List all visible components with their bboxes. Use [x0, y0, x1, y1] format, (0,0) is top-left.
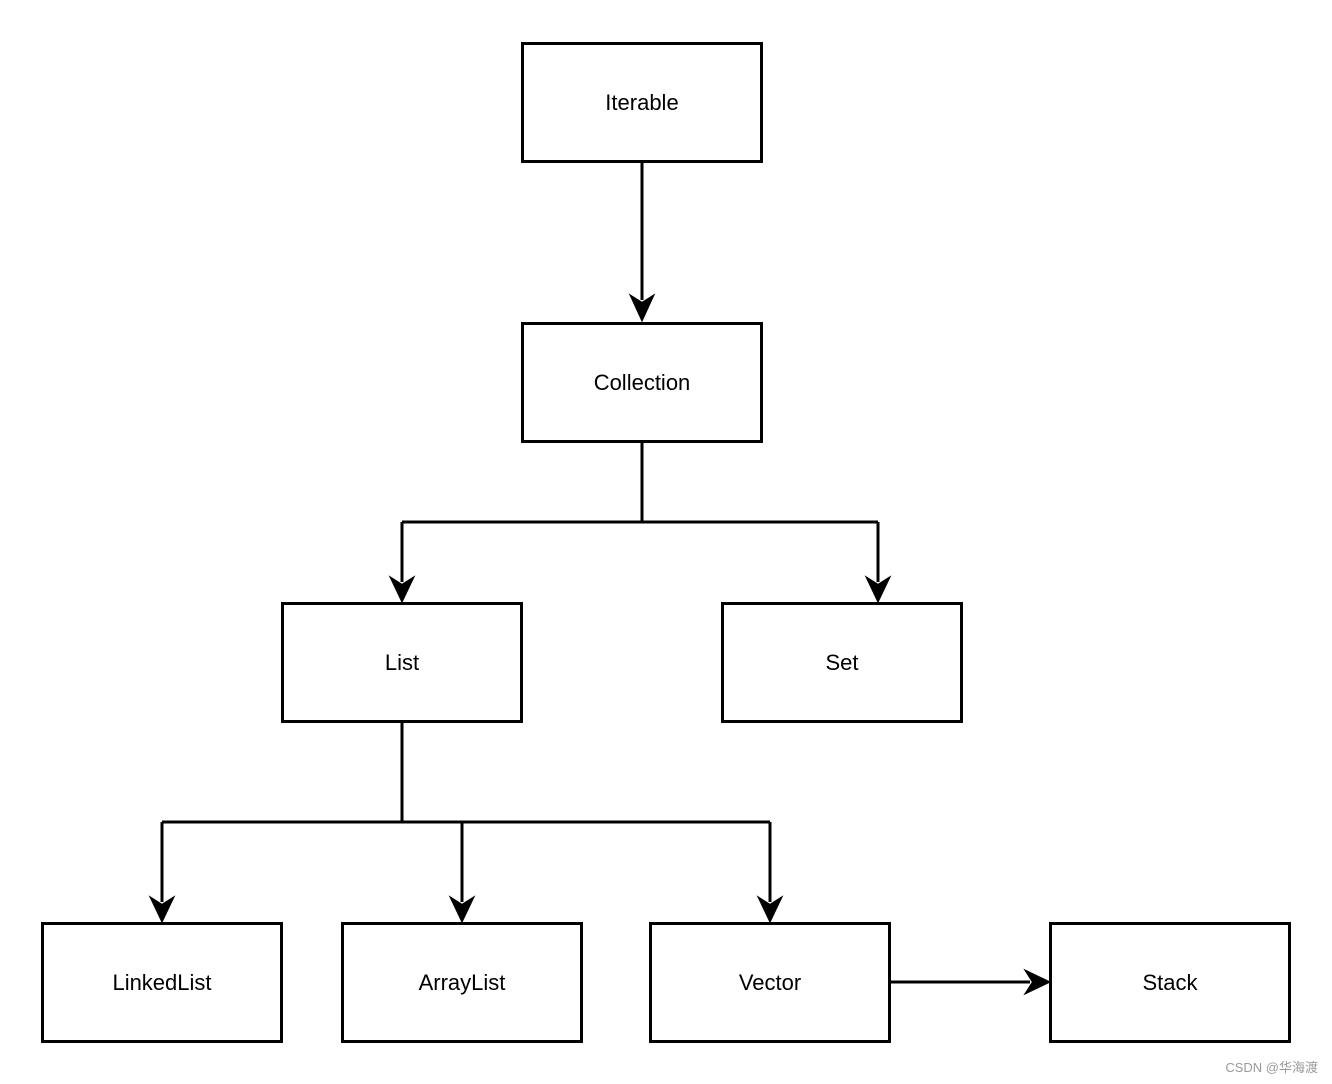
node-stack: Stack	[1049, 922, 1291, 1043]
watermark: CSDN @华海渡	[1225, 1060, 1318, 1075]
node-iterable-label: Iterable	[605, 89, 679, 115]
edge-list-arraylist	[448, 822, 476, 924]
edge-collection-list	[388, 522, 416, 604]
node-list-label: List	[384, 649, 420, 675]
edge-list-linkedlist	[148, 822, 176, 924]
node-iterable: Iterable	[521, 42, 763, 163]
node-vector-label: Vector	[738, 969, 802, 995]
node-stack-label: Stack	[1142, 969, 1198, 995]
node-collection: Collection	[521, 322, 763, 443]
node-set-label: Set	[825, 649, 859, 675]
node-list: List	[281, 602, 523, 723]
node-vector: Vector	[649, 922, 891, 1043]
node-linkedlist: LinkedList	[41, 922, 283, 1043]
edge-iterable-collection	[628, 163, 656, 323]
edge-list-trunk	[162, 723, 770, 824]
node-set: Set	[721, 602, 963, 723]
node-arraylist: ArrayList	[341, 922, 583, 1043]
node-linkedlist-label: LinkedList	[112, 969, 212, 995]
edge-collection-set	[864, 522, 892, 604]
edge-collection-trunk	[402, 443, 878, 524]
edge-list-vector	[756, 822, 784, 924]
node-arraylist-label: ArrayList	[418, 969, 506, 995]
node-collection-label: Collection	[593, 369, 691, 395]
edge-vector-stack	[890, 968, 1052, 996]
